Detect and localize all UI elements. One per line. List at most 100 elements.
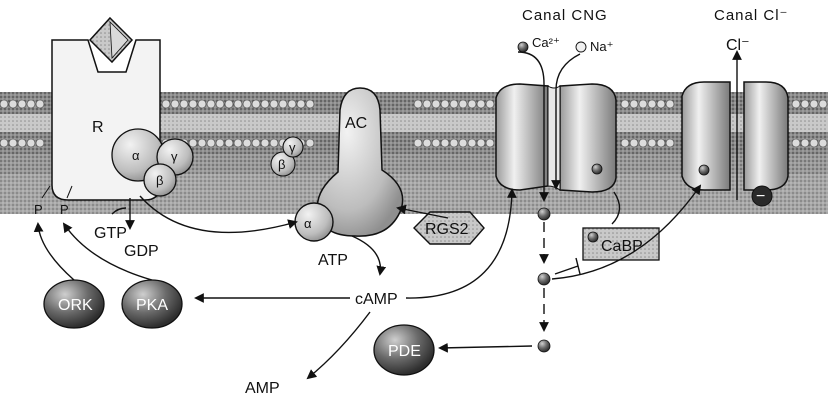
free-beta-label: β xyxy=(278,157,285,172)
lipid-head xyxy=(243,139,251,147)
lipid-head xyxy=(792,100,800,108)
lipid-head xyxy=(486,100,494,108)
lipid-head xyxy=(162,100,170,108)
ork-sphere: ORK xyxy=(44,280,104,328)
lipid-head xyxy=(189,100,197,108)
lipid-head xyxy=(234,100,242,108)
lipid-head xyxy=(423,100,431,108)
lipid-head xyxy=(810,100,818,108)
lipid-head xyxy=(288,100,296,108)
lipid-head xyxy=(180,100,188,108)
lipid-head xyxy=(468,100,476,108)
lipid-head xyxy=(243,100,251,108)
ork-label: ORK xyxy=(58,297,93,314)
rgs2-label: RGS2 xyxy=(425,221,469,238)
cng-title: Canal CNG xyxy=(522,7,608,24)
lipid-head xyxy=(0,100,8,108)
lipid-head xyxy=(18,100,26,108)
receptor-label: R xyxy=(92,119,104,136)
pde-label: PDE xyxy=(388,343,421,360)
lipid-head xyxy=(261,139,269,147)
lipid-head xyxy=(477,100,485,108)
receptor-r: R P P xyxy=(34,18,160,217)
ca-ion-marker xyxy=(518,42,528,52)
atp-label: ATP xyxy=(318,252,348,269)
lipid-head xyxy=(468,139,476,147)
phospho-p2: P xyxy=(60,202,69,217)
pka-label: PKA xyxy=(136,297,168,314)
ac-bound-alpha xyxy=(295,203,333,241)
pka-sphere: PKA xyxy=(122,280,182,328)
arrow-atp-to-camp xyxy=(352,236,380,274)
lipid-head xyxy=(801,100,809,108)
amp-label: AMP xyxy=(245,380,280,397)
cl-channel-ca-site xyxy=(699,165,709,175)
ac-alpha-label: α xyxy=(304,216,312,231)
lipid-head xyxy=(432,139,440,147)
arrow-camp-to-amp xyxy=(308,312,370,378)
ligand-diamond xyxy=(90,18,132,62)
ca-ion-1 xyxy=(538,208,550,220)
lipid-head xyxy=(459,100,467,108)
lipid-head xyxy=(306,139,314,147)
lipid-head xyxy=(225,139,233,147)
ca-ion-label: Ca²⁺ xyxy=(532,35,560,50)
lipid-head xyxy=(819,139,827,147)
cabp-bound-ca xyxy=(588,232,598,242)
lipid-head xyxy=(234,139,242,147)
lipid-head xyxy=(621,139,629,147)
lipid-head xyxy=(432,100,440,108)
lipid-head xyxy=(801,139,809,147)
cabp-label: CaBP xyxy=(601,238,643,255)
lipid-head xyxy=(225,100,233,108)
lipid-head xyxy=(198,139,206,147)
lipid-head xyxy=(270,139,278,147)
lipid-head xyxy=(36,100,44,108)
lipid-head xyxy=(27,100,35,108)
minus-sign: − xyxy=(756,188,765,205)
lipid-head xyxy=(657,139,665,147)
lipid-head xyxy=(657,100,665,108)
lipid-head xyxy=(459,139,467,147)
lipid-head xyxy=(441,139,449,147)
lipid-head xyxy=(810,139,818,147)
lipid-head xyxy=(27,139,35,147)
phospho-p1: P xyxy=(34,202,43,217)
ca-ion-2 xyxy=(538,273,550,285)
gtp-label: GTP xyxy=(94,225,127,242)
lipid-head xyxy=(207,100,215,108)
cl-ion-label: Cl⁻ xyxy=(726,37,750,54)
lipid-head xyxy=(639,100,647,108)
g-gamma-label: γ xyxy=(171,149,178,164)
lipid-head xyxy=(9,139,17,147)
cabp-box: CaBP xyxy=(583,228,659,260)
lipid-head xyxy=(414,139,422,147)
g-alpha-label: α xyxy=(132,148,140,163)
lipid-head xyxy=(9,100,17,108)
lipid-head xyxy=(171,100,179,108)
lipid-head xyxy=(792,139,800,147)
lipid-head xyxy=(18,139,26,147)
lipid-head xyxy=(414,100,422,108)
lipid-head xyxy=(441,100,449,108)
gdp-label: GDP xyxy=(124,243,159,260)
lipid-head xyxy=(252,100,260,108)
lipid-head xyxy=(666,100,674,108)
lipid-head xyxy=(36,139,44,147)
g-beta-label: β xyxy=(156,173,163,188)
lipid-head xyxy=(450,139,458,147)
pde-sphere: PDE xyxy=(374,325,434,375)
inhibit-cabp-line xyxy=(555,266,578,274)
lipid-head xyxy=(630,139,638,147)
lipid-head xyxy=(819,100,827,108)
lipid-head xyxy=(0,139,8,147)
ac-label: AC xyxy=(345,115,367,132)
rgs2-hexagon: RGS2 xyxy=(414,212,484,244)
ca-bound-site xyxy=(592,164,602,174)
lipid-head xyxy=(450,100,458,108)
cl-title: Canal Cl⁻ xyxy=(714,7,788,24)
lipid-head xyxy=(189,139,197,147)
lipid-head xyxy=(486,139,494,147)
